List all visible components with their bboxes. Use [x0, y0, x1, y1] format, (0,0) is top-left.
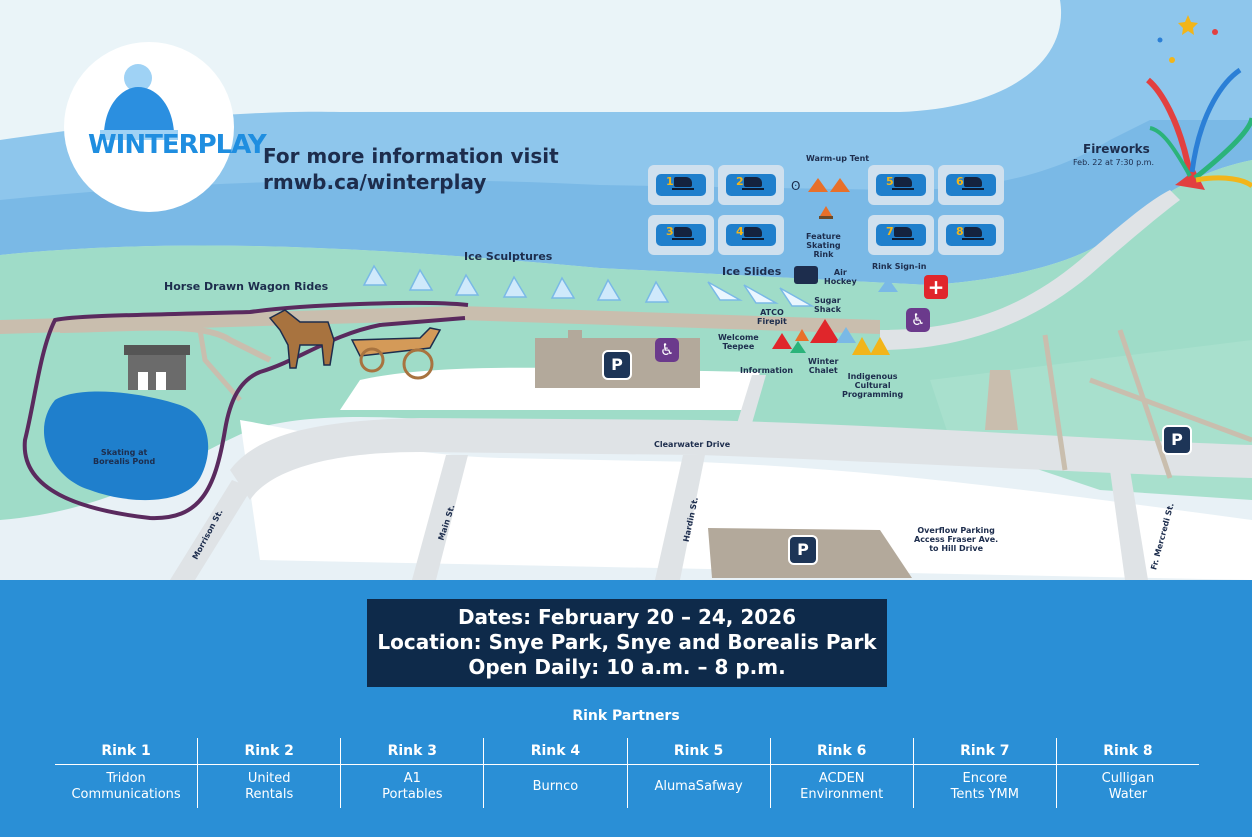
information-label: Information	[740, 366, 794, 375]
indigenous-programming-label: Indigenous Cultural Programming	[842, 372, 904, 399]
rink-2-number: 2	[736, 175, 744, 188]
map-base	[0, 0, 1252, 580]
partner-name: AlumaSafway	[654, 779, 743, 794]
partner-column: Rink 5 AlumaSafway	[626, 738, 770, 808]
atco-firepit-label: ATCO Firepit	[757, 308, 787, 326]
borealis-pond	[43, 391, 209, 501]
sugar-shack-label: Sugar Shack	[814, 296, 841, 314]
warmup-tent-icons: ʘ	[791, 178, 850, 193]
partner-column: Rink 1 Tridon Communications	[55, 738, 198, 808]
rink-8-number: 8	[956, 225, 964, 238]
village-tent-icons	[772, 319, 890, 355]
partner-rink: Rink 1	[55, 738, 198, 765]
partner-rink: Rink 4	[484, 738, 627, 765]
partner-name: Culligan Water	[1101, 771, 1155, 802]
ice-sculptures-label: Ice Sculptures	[464, 250, 553, 263]
parking-icon: P	[788, 535, 818, 565]
event-dates: Dates: February 20 – 24, 2026	[457, 605, 797, 629]
rink-5: 5	[868, 165, 934, 205]
partner-rink: Rink 3	[341, 738, 484, 765]
borealis-pond-label: Skating at Borealis Pond	[93, 448, 156, 466]
partner-name: Burnco	[532, 779, 579, 794]
clearwater-drive-label: Clearwater Drive	[654, 440, 731, 449]
rink-1: 1	[648, 165, 714, 205]
partner-name: Encore Tents YMM	[950, 771, 1019, 802]
rink-3: 3	[648, 215, 714, 255]
feature-rink-area	[800, 233, 848, 259]
air-hockey-label: Air Hockey	[824, 268, 857, 286]
accessible-icon: ♿	[655, 338, 679, 362]
warmup-tent-label: Warm-up Tent	[806, 154, 870, 163]
partner-column: Rink 2 United Rentals	[197, 738, 341, 808]
partner-column: Rink 4 Burnco	[483, 738, 627, 808]
welcome-teepee-label: Welcome Teepee	[718, 333, 759, 351]
partner-name: A1 Portables	[382, 771, 443, 802]
info-text: For more information visit	[263, 144, 559, 168]
overflow-parking-label: Overflow Parking Access Fraser Ave. to H…	[914, 526, 999, 553]
partner-name: ACDEN Environment	[800, 771, 884, 802]
rink-6: 6	[938, 165, 1004, 205]
first-aid-icon: +	[924, 275, 948, 299]
ice-slides-icon	[707, 281, 815, 307]
rink-6-number: 6	[956, 175, 964, 188]
rink-1-number: 1	[666, 175, 674, 188]
rink-partners-title: Rink Partners	[572, 708, 680, 724]
air-hockey-icon	[794, 266, 818, 284]
ice-slides-label: Ice Slides	[722, 265, 782, 278]
rink-8: 8	[938, 215, 1004, 255]
fireworks-date: Feb. 22 at 7:30 p.m.	[1073, 158, 1155, 167]
feature-rink-label: Feature Skating Rink	[806, 232, 841, 259]
toque-icon	[100, 64, 178, 140]
svg-text:ʘ: ʘ	[791, 179, 800, 193]
event-hours: Open Daily: 10 a.m. – 8 p.m.	[468, 655, 786, 679]
rink-4: 4	[718, 215, 784, 255]
ice-sculpture-icons	[362, 264, 670, 303]
rink-signin-tent-icon	[878, 278, 898, 292]
partner-name: Tridon Communications	[71, 771, 181, 802]
rink-signin-label: Rink Sign-in	[872, 262, 927, 271]
parking-icon: P	[602, 350, 632, 380]
partner-column: Rink 6 ACDEN Environment	[769, 738, 913, 808]
fireworks-icon	[1145, 15, 1252, 190]
event-map: WINTERPLAY For more information visit rm…	[0, 0, 1252, 580]
rink-7: 7	[868, 215, 934, 255]
logo-text: WINTERPLAY	[88, 130, 267, 160]
fireworks-label: Fireworks	[1083, 142, 1150, 156]
partner-column: Rink 7 Encore Tents YMM	[912, 738, 1056, 808]
winter-chalet-label: Winter Chalet	[808, 357, 839, 375]
rink-2: 2	[718, 165, 784, 205]
parking-icon: P	[1162, 425, 1192, 455]
wagon-route	[22, 300, 469, 521]
rink-partners-table: Rink 1 Tridon Communications Rink 2 United…	[55, 738, 1199, 808]
rink-4-number: 4	[736, 225, 744, 238]
partner-name: United Rentals	[245, 771, 294, 802]
partner-rink: Rink 8	[1056, 738, 1199, 765]
horse-rides-label: Horse Drawn Wagon Rides	[164, 280, 329, 293]
partner-rink: Rink 7	[913, 738, 1056, 765]
winterplay-logo	[64, 42, 234, 212]
rink-3-number: 3	[666, 225, 674, 238]
partner-column: Rink 8 Culligan Water	[1055, 738, 1199, 808]
partner-rink: Rink 6	[770, 738, 913, 765]
rink-7-number: 7	[886, 225, 894, 238]
firepit-icon	[819, 206, 833, 219]
accessible-icon: ♿	[906, 308, 930, 332]
clearwater-drive	[230, 418, 1252, 500]
partner-column: Rink 3 A1 Portables	[340, 738, 484, 808]
partner-rink: Rink 2	[198, 738, 341, 765]
info-url-link[interactable]: rmwb.ca/winterplay	[263, 170, 487, 194]
event-location: Location: Snye Park, Snye and Borealis P…	[377, 630, 877, 654]
partner-rink: Rink 5	[627, 738, 770, 765]
rink-5-number: 5	[886, 175, 894, 188]
event-details-banner: Dates: February 20 – 24, 2026 Location: …	[367, 599, 887, 687]
horse-carriage-icon	[268, 309, 442, 380]
